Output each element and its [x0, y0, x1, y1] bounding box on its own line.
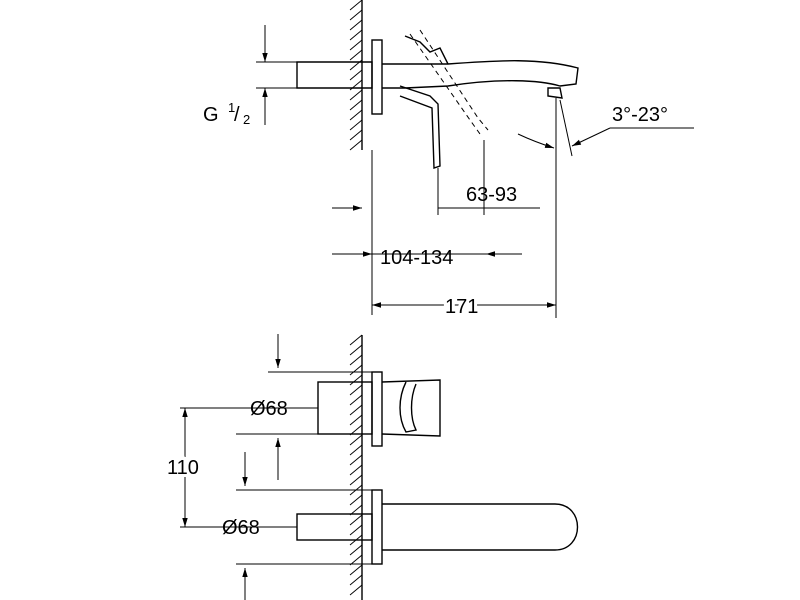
front-view: Ø68 110 Ø68 — [164, 334, 579, 600]
wall-hatch-line — [349, 414, 363, 426]
lower-diameter-dimension: Ø68 — [222, 452, 372, 600]
wall-hatch-line — [349, 29, 363, 41]
wall-hatch-line — [349, 89, 363, 101]
wall-hatch-line — [349, 564, 363, 576]
wall-hatch-line — [349, 514, 363, 526]
thread-label-denominator: 2 — [243, 112, 250, 127]
wall-hatch-line — [349, 139, 363, 151]
wall-hatch-line — [349, 354, 363, 366]
wall-hatch-line — [349, 494, 363, 506]
wall-hatch-line — [349, 99, 363, 111]
wall-hatch-line — [349, 374, 363, 386]
wall-hatch-line — [349, 444, 363, 456]
wall-hatch-line — [349, 49, 363, 61]
wall-hatch-line — [349, 434, 363, 446]
handle-dimension: 63-93 — [332, 140, 540, 215]
spout-side-view — [296, 29, 579, 169]
side-view: G 1 / 2 3°-23° 63-93 — [203, 0, 694, 321]
wall-hatch-line — [349, 404, 363, 416]
wall-hatch-line — [349, 384, 363, 396]
angle-label: 3°-23° — [612, 104, 668, 126]
wall-hatch-line — [349, 0, 363, 11]
wall-hatch-line — [349, 524, 363, 536]
upper-diameter-dimension: Ø68 — [236, 334, 372, 480]
wall-front-view — [349, 334, 363, 600]
center-distance-label: 110 — [167, 457, 199, 479]
wall-hatch-line — [349, 109, 363, 121]
thread-dimension: G 1 / 2 — [203, 25, 297, 127]
wall-hatch-line — [349, 39, 363, 51]
wall-hatch-line — [349, 9, 363, 21]
wall-side-view — [349, 0, 363, 151]
handle-dimension-label: 63-93 — [466, 184, 517, 206]
upper-diameter-label: Ø68 — [250, 398, 288, 420]
wall-hatch-line — [349, 69, 363, 81]
thread-label-numerator: 1 — [228, 100, 235, 115]
spout-front-view — [296, 489, 579, 565]
wall-dimension-label: 104-134 — [380, 247, 453, 269]
lever-front-view — [317, 371, 441, 447]
wall-hatch-line — [349, 464, 363, 476]
wall-hatch-line — [349, 334, 363, 346]
wall-hatch-line — [349, 394, 363, 406]
wall-hatch-line — [349, 454, 363, 466]
wall-hatch-line — [349, 119, 363, 131]
total-dimension: 171 — [372, 293, 556, 321]
thread-fraction-slash: / — [234, 104, 240, 126]
wall-hatch-line — [349, 574, 363, 586]
angle-dimension: 3°-23° — [517, 98, 694, 318]
wall-hatch-line — [349, 129, 363, 141]
wall-hatch-line — [349, 544, 363, 556]
wall-hatch-line — [349, 554, 363, 566]
center-distance-dimension: 110 — [164, 407, 318, 528]
wall-hatch-line — [349, 584, 363, 596]
thread-label-prefix: G — [203, 104, 219, 126]
lower-diameter-label: Ø68 — [222, 517, 260, 539]
wall-hatch-line — [349, 474, 363, 486]
total-dimension-label: 171 — [445, 296, 478, 318]
wall-hatch-line — [349, 344, 363, 356]
wall-dimension: 104-134 — [332, 150, 522, 315]
wall-hatch-line — [349, 19, 363, 31]
wall-hatch-line — [349, 364, 363, 376]
